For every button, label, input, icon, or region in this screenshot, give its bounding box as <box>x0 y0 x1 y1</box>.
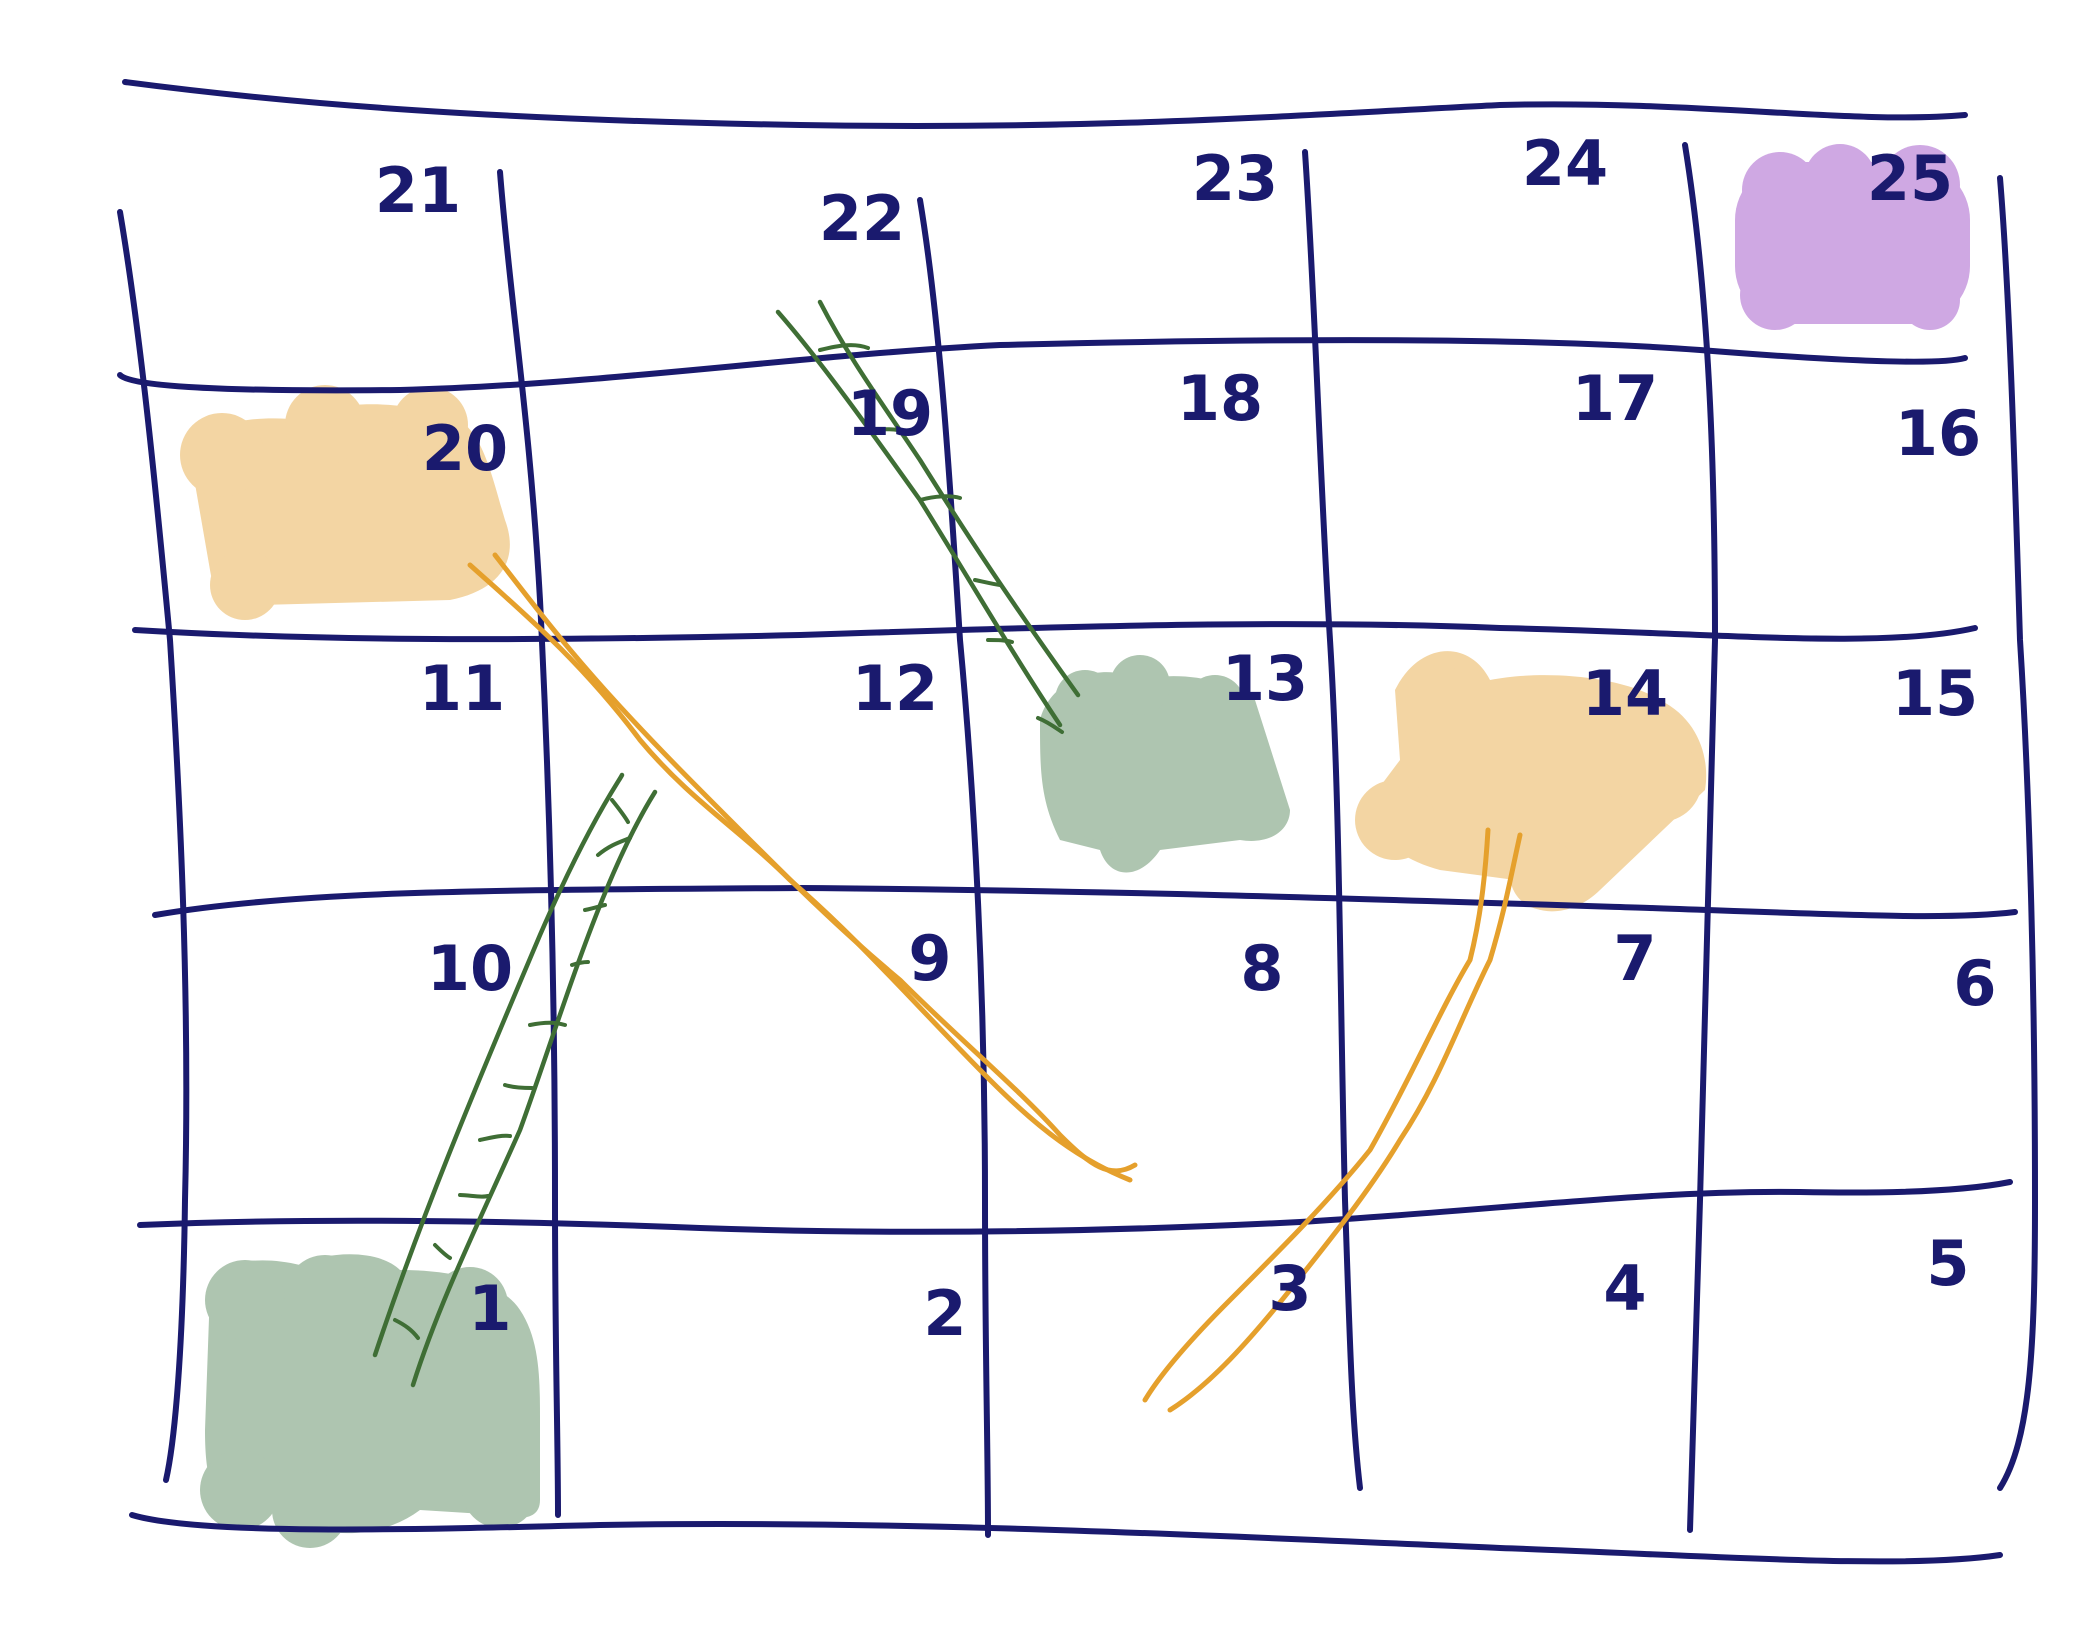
cell-number-25: 25 <box>1867 142 1953 215</box>
cell-number-18: 18 <box>1177 362 1263 435</box>
highlight-snake-head-14 <box>1355 651 1707 912</box>
cell-number-2: 2 <box>923 1277 966 1350</box>
cell-number-9: 9 <box>908 922 951 995</box>
snake-20-to-9 <box>467 552 1138 1183</box>
grid-line-top <box>122 79 1968 129</box>
cell-number-8: 8 <box>1240 932 1283 1005</box>
grid-line-col-1 <box>117 209 190 1483</box>
highlight-finish-25 <box>1735 144 1970 330</box>
grid-line-col-5 <box>1682 142 1718 1533</box>
cell-number-11: 11 <box>419 652 505 725</box>
grid-line-col-3 <box>917 197 991 1538</box>
cell-number-10: 10 <box>427 932 513 1005</box>
cell-number-1: 1 <box>468 1272 511 1345</box>
grid-line-bottom <box>129 1512 2003 1565</box>
cell-number-6: 6 <box>1953 947 1996 1020</box>
ladders-layer <box>372 299 1081 1388</box>
highlights-layer <box>180 144 1970 1548</box>
cell-number-21: 21 <box>375 154 461 227</box>
grid-line-col-4 <box>1302 149 1363 1491</box>
cell-number-17: 17 <box>1572 362 1658 435</box>
cell-number-15: 15 <box>1892 657 1978 730</box>
cell-number-20: 20 <box>422 412 508 485</box>
cell-number-24: 24 <box>1522 127 1608 200</box>
cell-number-13: 13 <box>1222 642 1308 715</box>
snake-14-to-3 <box>1142 827 1523 1413</box>
grid-line-row-2 <box>132 621 1978 643</box>
ladder-1-to-11 <box>372 772 658 1388</box>
snakes-layer <box>467 552 1523 1413</box>
cell-numbers: 21 22 23 24 25 20 19 18 17 16 11 12 13 1… <box>375 127 1997 1350</box>
grid-line-row-1 <box>117 337 1968 394</box>
cell-number-7: 7 <box>1613 922 1656 995</box>
cell-number-4: 4 <box>1603 1252 1646 1325</box>
cell-number-16: 16 <box>1895 397 1981 470</box>
grid-line-right <box>1997 175 2038 1491</box>
cell-number-22: 22 <box>819 182 905 255</box>
grid-line-row-4 <box>137 1179 2013 1235</box>
grid-line-col-2 <box>497 169 561 1518</box>
highlight-snake-head-20 <box>180 385 510 620</box>
cell-number-3: 3 <box>1268 1252 1311 1325</box>
cell-number-23: 23 <box>1192 142 1278 215</box>
grid-line-row-3 <box>152 885 2018 920</box>
cell-number-12: 12 <box>852 652 938 725</box>
cell-number-19: 19 <box>847 377 933 450</box>
ladder-13-to-22 <box>775 299 1081 734</box>
cell-number-5: 5 <box>1926 1227 1969 1300</box>
cell-number-14: 14 <box>1582 657 1668 730</box>
grid <box>117 79 2038 1565</box>
